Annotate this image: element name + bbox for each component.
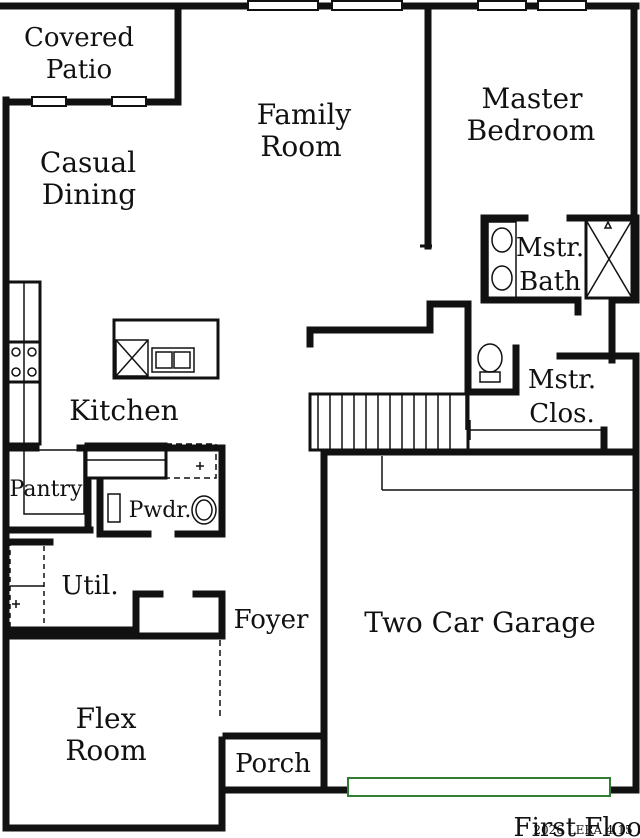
pantry-shelf: [23, 449, 85, 515]
master-bedroom-label-line1: Master: [482, 82, 584, 115]
mstr-clos-label-line1: Mstr.: [528, 365, 596, 395]
watermark: 2026 LERA 4.15: [533, 823, 632, 837]
toilet: [477, 343, 503, 383]
mstr-bath-label-line2: Bath: [519, 267, 581, 297]
powder-fixtures: [107, 493, 217, 525]
family-room-label-line2: Room: [260, 130, 341, 163]
casual-dining-label-line1: Casual: [40, 146, 136, 179]
covered-patio-label-line1: Covered: [24, 23, 134, 53]
garage-step: [381, 456, 636, 491]
flex-room-label-line2: Room: [65, 734, 146, 767]
kitchen-counter: [6, 280, 42, 446]
covered-patio-label-line2: Patio: [46, 55, 112, 85]
garage-door: [347, 777, 611, 797]
pwdr-label: Pwdr.: [129, 498, 192, 523]
room-labels: Covered Patio Family Room Master Bedroom…: [10, 23, 640, 838]
porch-label: Porch: [235, 749, 311, 779]
bath-fixtures: [487, 218, 634, 300]
kitchen-label: Kitchen: [69, 394, 178, 427]
casual-dining-label-line2: Dining: [42, 178, 136, 211]
mstr-clos-label-line2: Clos.: [529, 399, 594, 429]
interior-walls: [2, 2, 640, 794]
master-bedroom-label-line2: Bedroom: [467, 114, 596, 147]
foyer-label: Foyer: [234, 605, 309, 635]
windows: [31, 0, 587, 107]
pantry-label: Pantry: [10, 477, 83, 502]
floor-label: First Floor: [514, 813, 640, 838]
laundry: [9, 543, 45, 629]
mstr-bath-label-line1: Mstr.: [516, 233, 584, 263]
two-car-garage-label: Two Car Garage: [364, 606, 595, 639]
flex-room-label-line1: Flex: [76, 702, 137, 735]
family-room-label-line1: Family: [257, 98, 352, 131]
kitchen-island: [112, 318, 220, 380]
util-label: Util.: [61, 571, 118, 601]
kitchen-back-counter: [84, 442, 217, 480]
closet-rods: [465, 392, 604, 440]
staircase: [308, 392, 470, 452]
